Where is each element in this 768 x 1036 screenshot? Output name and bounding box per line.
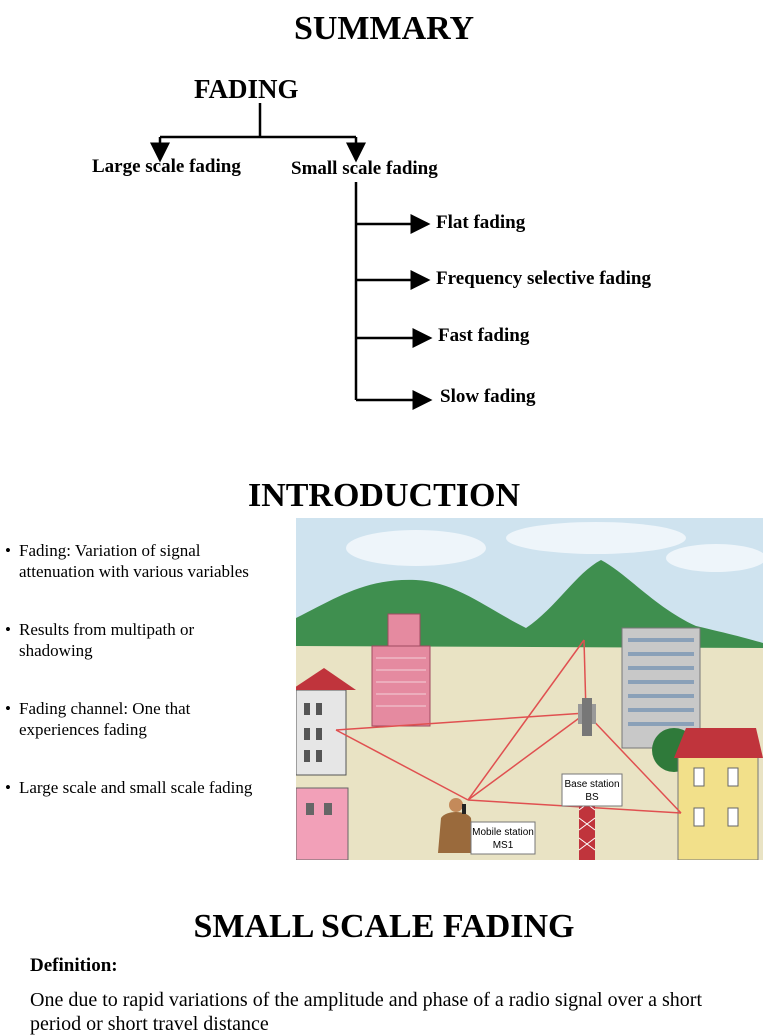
mobile-station-label: Mobile station <box>472 827 534 838</box>
small-scale-fading-title: SMALL SCALE FADING <box>193 908 575 945</box>
building-pink <box>371 645 431 727</box>
mobile-station-label-box <box>470 821 536 855</box>
house-pink <box>296 787 349 860</box>
bullet-dot-icon: • <box>5 620 11 639</box>
tree-slow-fading-label: Slow fading <box>440 386 536 407</box>
bullet-item: • Fading: Variation of signal attenuatio… <box>5 541 249 581</box>
roof-left <box>296 668 356 690</box>
bullet-item: • Large scale and small scale fading <box>5 778 253 797</box>
mobile-station-id: MS1 <box>493 840 514 851</box>
base-station-label: Base station <box>564 779 619 790</box>
bullet-dot-icon: • <box>5 778 11 797</box>
tree-small-scale-label: Small scale fading <box>291 158 438 179</box>
introduction-title: INTRODUCTION <box>247 477 521 514</box>
cloud <box>506 522 686 554</box>
tree-large-scale-label: Large scale fading <box>92 156 241 177</box>
bullet-dot-icon: • <box>5 541 11 560</box>
base-station-id: BS <box>585 792 599 803</box>
multipath-illustration: Base station BS Mobile station MS1 <box>296 518 763 860</box>
introduction-bullets: • Fading: Variation of signal attenuatio… <box>4 540 296 798</box>
roof-right <box>674 728 763 758</box>
fading-tree-diagram <box>150 103 433 410</box>
tree-root-label: FADING <box>194 74 299 104</box>
bullet-dot-icon: • <box>5 699 11 718</box>
signal-rays <box>335 639 682 814</box>
bullet-item: • Fading channel: One that experiences f… <box>5 699 191 739</box>
building-yellow <box>677 755 759 860</box>
tree-fast-fading-label: Fast fading <box>438 325 530 346</box>
definition-label: Definition: <box>30 955 118 976</box>
summary-title: SUMMARY <box>293 10 475 47</box>
tree-flat-fading-label: Flat fading <box>436 212 526 233</box>
cloud <box>346 530 486 566</box>
mobile-user-icon <box>438 798 474 853</box>
base-station-label-box <box>561 773 623 807</box>
cloud <box>666 544 763 572</box>
definition-text: One due to rapid variations of the ampli… <box>30 989 703 1035</box>
bullet-item: • Results from multipath or shadowing <box>5 620 195 660</box>
tree-frequency-selective-label: Frequency selective fading <box>436 268 651 289</box>
